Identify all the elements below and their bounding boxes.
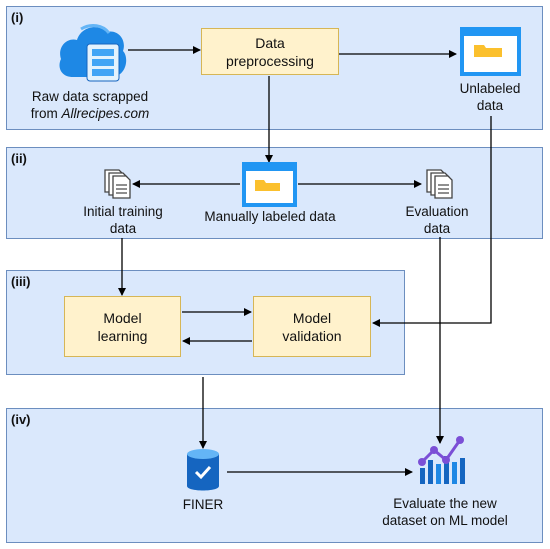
initial-training-line2: data bbox=[109, 221, 137, 236]
window-folder-icon bbox=[242, 162, 297, 207]
model-validation-line1: Model bbox=[292, 309, 332, 326]
raw-data-line2-prefix: from bbox=[30, 106, 62, 121]
unlabeled-data-line1: Unlabeled bbox=[459, 81, 521, 96]
raw-data-label: Raw data scrapped from Allrecipes.com bbox=[20, 88, 160, 122]
initial-training-label: Initial training data bbox=[68, 203, 178, 237]
arrow-unlabeled-to-validation bbox=[372, 116, 492, 327]
evaluation-data-line1: Evaluation bbox=[405, 204, 469, 219]
model-learning-line2: learning bbox=[97, 327, 148, 344]
panel-label-ii: (ii) bbox=[11, 151, 27, 166]
data-preprocessing-line2: preprocessing bbox=[226, 52, 314, 69]
panel-label-iii: (iii) bbox=[11, 274, 31, 289]
manually-labeled-label: Manually labeled data bbox=[204, 209, 336, 224]
unlabeled-data-line2: data bbox=[476, 98, 504, 113]
database-check-icon bbox=[187, 449, 219, 491]
evaluate-new-line1: Evaluate the new bbox=[393, 496, 497, 511]
model-validation-line2: validation bbox=[282, 327, 342, 344]
evaluation-data-label: Evaluation data bbox=[392, 203, 482, 237]
initial-training-line1: Initial training bbox=[83, 204, 163, 219]
chart-icon bbox=[418, 436, 465, 484]
panel-label-iv: (iv) bbox=[11, 412, 31, 427]
panel-label-i: (i) bbox=[11, 10, 24, 25]
raw-data-line2-italic: Allrecipes.com bbox=[61, 106, 150, 121]
documents-icon bbox=[104, 169, 131, 199]
window-folder-icon bbox=[460, 27, 521, 76]
evaluation-data-line2: data bbox=[423, 221, 451, 236]
model-learning-line1: Model bbox=[103, 309, 142, 326]
evaluate-new-line2: dataset on ML model bbox=[382, 513, 508, 528]
cloud-database-icon bbox=[59, 24, 127, 82]
data-preprocessing-line1: Data bbox=[255, 34, 285, 51]
documents-icon bbox=[426, 169, 453, 199]
unlabeled-data-label: Unlabeled data bbox=[450, 80, 530, 114]
evaluate-new-label: Evaluate the new dataset on ML model bbox=[375, 495, 515, 529]
finer-label: FINER bbox=[182, 497, 224, 512]
raw-data-line1: Raw data scrapped bbox=[31, 89, 149, 104]
